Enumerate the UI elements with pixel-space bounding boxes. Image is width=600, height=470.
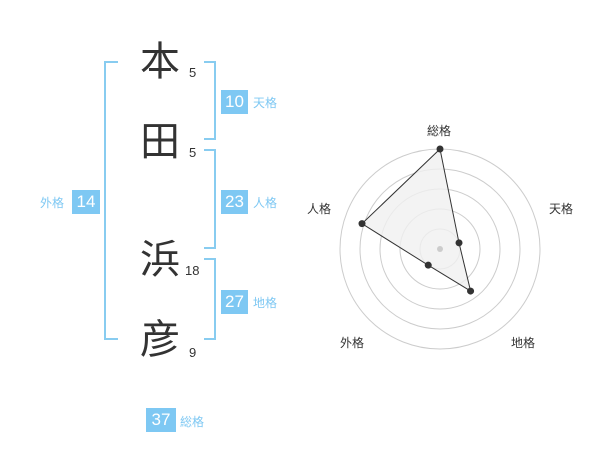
soukaku-label: 総格 (180, 415, 205, 429)
jinkaku-bracket (204, 149, 216, 249)
radar-point-1 (436, 145, 444, 153)
radar-center-dot (437, 246, 443, 252)
tenkaku-value: 10 (221, 90, 248, 114)
radar-point-3 (467, 287, 475, 295)
radar-axis-label-tenkaku: 天格 (549, 202, 574, 216)
radar-axis-label-soukaku: 総格 (427, 124, 452, 138)
jinkaku-label: 人格 (253, 196, 278, 210)
radar-point-2 (455, 239, 463, 247)
chikaku-label: 地格 (253, 296, 278, 310)
gaikaku-bracket (104, 61, 118, 340)
tenkaku-label: 天格 (253, 96, 278, 110)
gaikaku-value: 14 (72, 190, 100, 214)
name-char-2: 田 (140, 119, 180, 165)
radar-point-5 (358, 220, 366, 228)
tenkaku-bracket (204, 61, 216, 140)
name-char-1: 本 (140, 39, 180, 85)
radar-axis-label-chikaku: 地格 (511, 336, 536, 350)
radar-axis-label-gaikaku: 外格 (340, 336, 365, 350)
radar-axis-label-jinkaku: 人格 (307, 202, 332, 216)
stroke-count-4: 9 (189, 345, 197, 360)
radar-point-4 (424, 261, 432, 269)
chikaku-value: 27 (221, 290, 248, 314)
gaikaku-label: 外格 (40, 196, 65, 210)
name-char-3: 浜 (140, 237, 180, 283)
soukaku-value: 37 (146, 408, 176, 432)
jinkaku-value: 23 (221, 190, 248, 214)
radar-series-polygon (361, 148, 472, 293)
name-char-4: 彦 (140, 317, 180, 363)
stroke-count-3: 18 (185, 263, 200, 278)
chikaku-bracket (204, 258, 216, 340)
stroke-count-1: 5 (189, 65, 197, 80)
stroke-count-2: 5 (189, 145, 197, 160)
